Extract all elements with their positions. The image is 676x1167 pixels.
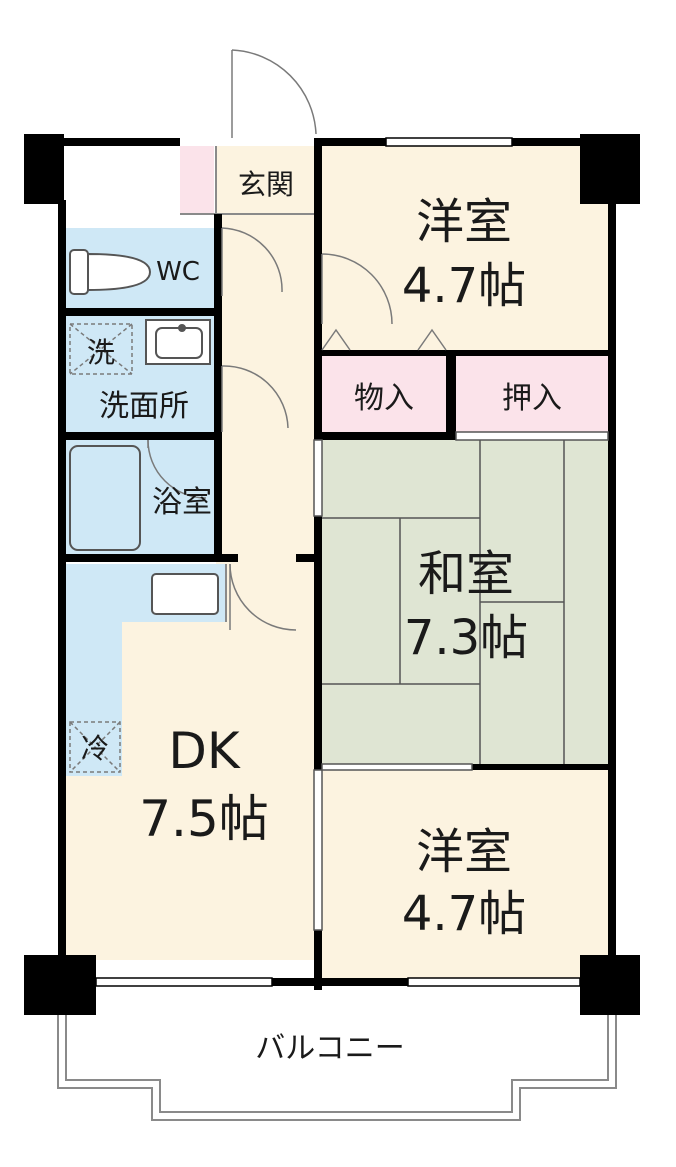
windows	[95, 137, 581, 987]
label-closet: 押入	[502, 381, 562, 416]
label-fridge: 冷	[81, 732, 109, 765]
label-western-top-size: 4.7帖	[402, 258, 526, 314]
tatami-lines	[322, 440, 565, 764]
genkan-shoebox	[180, 146, 214, 214]
label-japanese-size: 7.3帖	[404, 610, 528, 666]
genkan-floor	[216, 146, 316, 214]
interior-partitions	[180, 146, 316, 622]
japanese-floor	[322, 440, 608, 764]
door-swings	[147, 49, 447, 631]
storage-floor	[322, 356, 446, 432]
label-dk-size: 7.5帖	[139, 790, 269, 848]
columns	[24, 134, 640, 1015]
label-western-top-name: 洋室	[416, 194, 512, 250]
label-western-bottom-name: 洋室	[416, 824, 512, 880]
fridge-space-icon	[69, 721, 121, 773]
sliding-doors	[313, 431, 609, 931]
label-wc: WC	[156, 257, 200, 287]
closet-floor	[456, 356, 608, 432]
label-washroom: 洗面所	[99, 389, 189, 424]
western-bottom-floor	[322, 770, 608, 978]
washbasin-icon	[145, 319, 211, 365]
label-western-bottom-size: 4.7帖	[402, 886, 526, 942]
toilet-icon	[69, 249, 152, 295]
sink-icon	[151, 573, 219, 615]
label-japanese-name: 和室	[418, 546, 514, 602]
label-storage: 物入	[354, 381, 414, 416]
label-genkan: 玄関	[238, 168, 294, 201]
label-balcony: バルコニー	[255, 1031, 404, 1066]
bathtub-icon	[69, 445, 141, 551]
label-dk-name: DK	[168, 722, 241, 780]
western-top-floor	[318, 146, 610, 350]
kitchen-area	[66, 564, 226, 776]
label-washer: 洗	[87, 336, 115, 369]
balcony	[57, 1010, 617, 1121]
washer-space-icon	[69, 323, 133, 375]
hallway-floor	[216, 146, 316, 566]
label-bath: 浴室	[152, 485, 212, 520]
